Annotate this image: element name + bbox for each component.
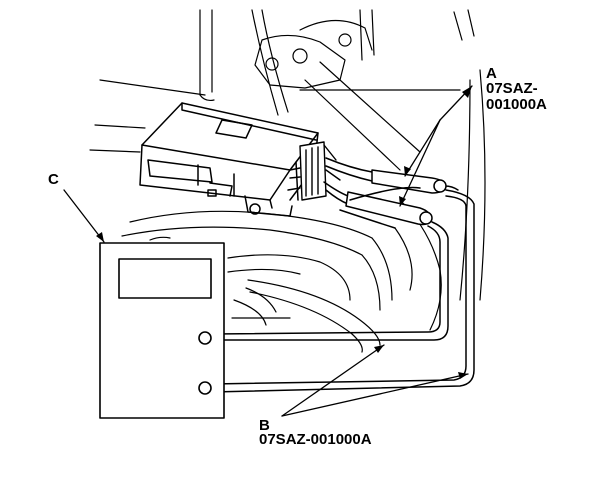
callout-leaders (63, 85, 473, 417)
harness-connector (287, 141, 341, 201)
control-module (139, 102, 319, 217)
callout-b-part-number: 07SAZ-001000A (259, 431, 372, 448)
callout-a-part-number-line1: 07SAZ- (486, 80, 538, 97)
vehicle-body-background (89, 9, 486, 353)
callout-a-part-number-line2: 001000A (486, 96, 547, 113)
test-leads-b (211, 189, 475, 393)
digital-multimeter (99, 242, 225, 419)
callout-arrowheads (96, 86, 472, 379)
callout-c-letter: C (48, 171, 59, 188)
callout-a-letter: A (486, 65, 497, 82)
callout-b-letter: B (259, 417, 270, 434)
test-harness-a (323, 157, 459, 229)
